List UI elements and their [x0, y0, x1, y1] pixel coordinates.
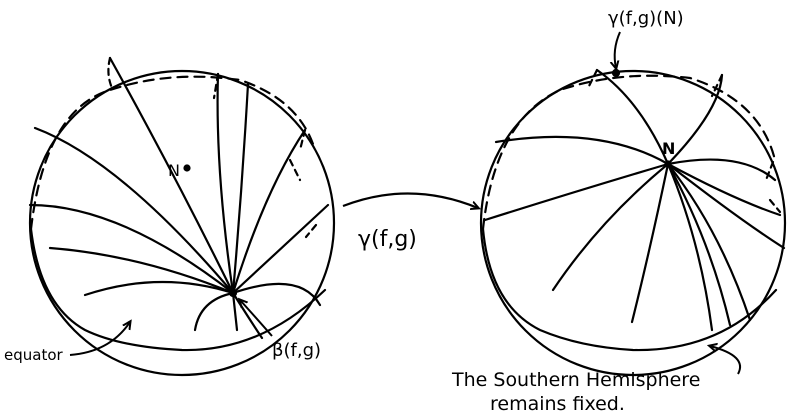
map-label: γ(f,g): [358, 227, 417, 252]
gamma-n-label: γ(f,g)(N): [608, 8, 684, 29]
left-hidden-2: [212, 72, 220, 100]
equator-label: equator: [4, 346, 64, 364]
left-curve-6: [28, 203, 235, 295]
right-curve-4: [494, 135, 670, 166]
right-north-dot: [664, 160, 672, 168]
right-hidden-1: [586, 68, 599, 90]
left-equator-back: [29, 75, 317, 231]
right-curve-11: [666, 162, 786, 250]
equator-arrow: [69, 322, 130, 356]
right-curve-12: [666, 162, 782, 217]
left-curve-11: [193, 291, 235, 332]
caption-line-2: remains fixed.: [490, 393, 625, 415]
left-hidden-1: [107, 56, 114, 90]
left-beta-dot: [228, 288, 238, 298]
left-curve-13: [231, 291, 239, 332]
right-hidden-3: [764, 160, 775, 182]
left-curve-8: [83, 280, 235, 297]
left-curve-4: [231, 128, 307, 295]
right-north-label: N: [662, 139, 675, 158]
right-curve-10: [666, 162, 752, 322]
right-hidden-2: [710, 73, 724, 98]
left-curve-10: [231, 282, 322, 307]
left-curve-7: [48, 246, 235, 295]
right-curve-8: [666, 162, 714, 332]
left-curve-2: [216, 72, 235, 295]
left-curve-12: [231, 291, 264, 340]
left-sphere-outline: [28, 69, 336, 377]
right-curve-1: [595, 68, 670, 166]
gamma-n-arrow: [615, 31, 621, 68]
left-curve-5: [33, 126, 235, 295]
left-hidden-3: [298, 128, 307, 152]
left-curve-3: [231, 82, 250, 295]
right-curve-2: [666, 73, 724, 166]
right-hidden-4: [768, 198, 782, 214]
right-curve-5: [483, 162, 670, 222]
right-equator-front: [481, 227, 778, 352]
left-north-label: N: [168, 161, 180, 180]
right-sphere-outline: [479, 69, 787, 377]
left-sphere: [28, 56, 336, 377]
left-north-dot: [183, 164, 191, 172]
right-sphere: [479, 68, 787, 377]
map-arrow: [342, 192, 478, 208]
right-curve-6: [551, 162, 670, 292]
left-curve-1: [108, 56, 235, 295]
right-gamma-n-dot: [611, 68, 621, 78]
left-hidden-5: [288, 158, 302, 182]
beta-label: β(f,g): [272, 340, 321, 361]
caption-line-1: The Southern Hemisphere: [451, 369, 700, 391]
caption-arrow: [710, 346, 741, 375]
beta-arrow: [240, 300, 273, 337]
left-equator-front: [29, 227, 327, 352]
right-equator-back: [481, 74, 777, 231]
left-hidden-4: [304, 223, 318, 239]
right-curve-7: [630, 162, 670, 324]
left-curve-9: [231, 203, 330, 295]
right-curve-9: [666, 162, 732, 327]
